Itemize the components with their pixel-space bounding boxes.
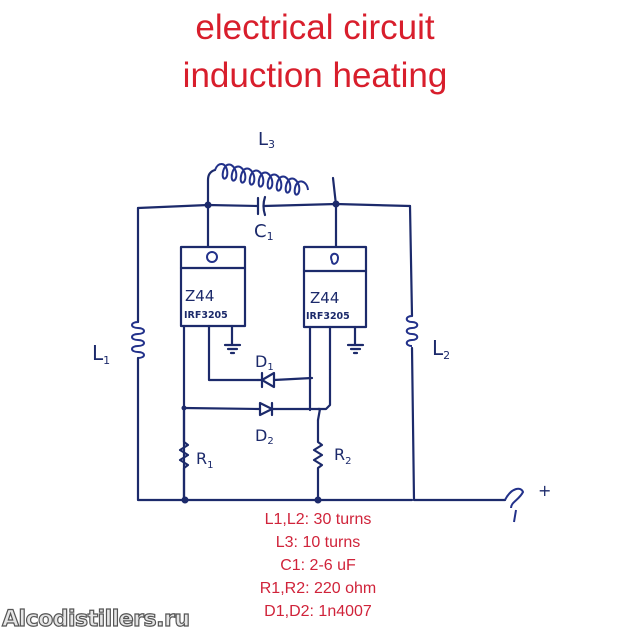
diode-d1 [256,371,314,389]
label-c1: C1 [254,221,274,243]
label-l1: L1 [92,341,110,367]
label-l3: L3 [258,129,275,151]
watermark: Alcodistillers.ru [1,606,190,632]
top-rail [136,195,412,217]
junction-dot [314,496,322,504]
power-terminal [504,487,525,523]
transistor-q2-label-1: Z44 [310,289,339,307]
spec-line: C1: 2-6 uF [280,557,356,574]
transistor-q1 [179,203,260,502]
resistor-r1 [178,406,190,502]
junction-dot [181,496,189,504]
label-l2: L2 [432,336,450,362]
transistor-q1-label-1: Z44 [185,287,214,305]
label-d2: D2 [255,426,274,447]
title-line-1: electrical circuit [195,8,435,47]
label-d1: D1 [255,352,274,373]
spec-line: L3: 10 turns [275,534,361,551]
inductor-l2 [405,204,507,502]
label-r1: R1 [196,449,214,471]
plus-terminal-label: + [538,481,551,500]
inductor-l3 [206,163,338,207]
inductor-l1 [131,206,187,502]
label-r2: R2 [334,445,352,467]
resistor-r2 [312,418,324,502]
component-specs: L1,L2: 30 turns L3: 10 turns C1: 2-6 uF … [218,508,418,623]
diode-d2 [182,401,322,422]
spec-line: D1,D2: 1n4007 [264,603,372,620]
spec-line: L1,L2: 30 turns [264,511,372,528]
transistor-q2-label-2: IRF3205 [306,311,350,322]
transistor-q2 [302,202,368,412]
transistor-q1-label-2: IRF3205 [184,310,228,321]
spec-line: R1,R2: 220 ohm [259,580,377,597]
title-line-2: induction heating [182,56,448,95]
